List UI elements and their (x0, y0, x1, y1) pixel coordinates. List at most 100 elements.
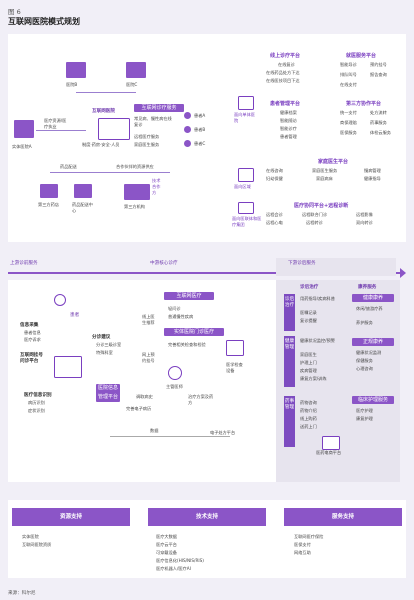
resource-item-1: 实体医院 (22, 534, 39, 539)
tech-support-bar: 技术支持 (148, 508, 266, 526)
online-item-1: 在线复诊 (278, 62, 295, 67)
outpatient-item-4: 报告查询 (370, 72, 387, 77)
alliance-icon (238, 202, 254, 214)
info-collect-title: 信息采集 (20, 323, 39, 328)
family-item-2: 家庭医生服务 (312, 168, 338, 173)
partner-tag: 技术合作方 (152, 178, 161, 195)
drug-center-label: 药品配送中心 (72, 202, 93, 213)
partner-resources-label: 合作伙伴的资源供应 (116, 164, 154, 169)
triage-title: 分诊建议 (92, 335, 111, 340)
manage-item-1: 健康状况监测 (356, 350, 382, 355)
mgmt-item-5: 康复方案/训练 (300, 376, 327, 381)
patient-item-2: 智能随访 (280, 118, 297, 123)
outpatient-platform-title: 就医服务平台 (346, 53, 377, 59)
mgmt-item-3: 护理上门 (300, 360, 317, 365)
info-collect-item-1: 患者信息 (24, 330, 41, 335)
online-item-2: 在线药品处方下达 (266, 70, 300, 75)
hospital-a-label: 实体医院A (12, 144, 32, 149)
equipment-icon (226, 340, 244, 356)
patient-a-icon (184, 112, 191, 119)
tech-item-2: 医疗云平台 (156, 542, 177, 547)
region-icon (238, 168, 254, 182)
tech-item-5: 医疗机器人/医疗AI (156, 566, 191, 571)
single-hospital-icon (238, 96, 254, 110)
online-care-item-1: 轻问诊 (168, 306, 181, 311)
patient-b-icon (184, 126, 191, 133)
patient-item-4: 患者管理 (280, 134, 297, 139)
family-item-6: 健康指导 (364, 176, 381, 181)
remote-item-3: 远程影像 (356, 212, 373, 217)
triage-item-2: 特殊科室 (96, 350, 113, 355)
physical-care-item: 完善相关检查和检验 (168, 342, 206, 347)
treat-item-3: 复诊提醒 (300, 318, 317, 323)
info-collect-item-2: 医疗诉求 (24, 337, 41, 342)
collab-item-4: 药事服务 (370, 120, 387, 125)
resource-item-2: 互联网医院资质 (22, 542, 52, 547)
e-records-label: 完善电子病历 (126, 406, 152, 411)
remote-item-4: 远程心电 (266, 220, 283, 225)
registration-label: 互联网挂号问诊平台 (20, 353, 43, 364)
patient-platform-title: 患者管理平台 (270, 101, 301, 107)
hospital-c-icon (126, 62, 146, 78)
manage-item-2: 保健服务 (356, 358, 373, 363)
hospital-b-label: 医院B (66, 82, 78, 87)
hospital-a-icon (14, 120, 34, 138)
patient-label: 患者 (70, 313, 80, 318)
health-item-1: 休闲/旅游疗养 (356, 306, 383, 311)
diagnosis-item-1: 常见病、慢性病在线复诊 (134, 116, 172, 127)
monitor-icon (98, 118, 130, 140)
mgmt-item-4: 疾病管理 (300, 368, 317, 373)
clinic-tag: 临床护理服务 (352, 396, 394, 404)
diagnosis-item-2: 远程医疗服务 (134, 134, 160, 139)
patient-a-label: 患者A (194, 113, 206, 118)
remote-platform-title: 医疗协同平台+远程诊断 (294, 203, 349, 209)
service-support-bar: 服务支持 (284, 508, 402, 526)
info-id-item-1: 病历识别 (28, 400, 45, 405)
figure-number: 图 6 (8, 8, 21, 16)
e-prescription-label: 电子处方平台 (210, 430, 236, 435)
doctor-label: 主管医师 (166, 384, 183, 389)
phase-downstream: 下游诊后服务 (288, 261, 316, 266)
patient-item-1: 健康档案 (280, 110, 297, 115)
online-care-tag: 互联网医疗 (164, 292, 214, 300)
core-labels: 制度·药房·安全·人员 (82, 142, 120, 147)
remote-item-6: 双向转诊 (356, 220, 373, 225)
hospital-b-icon (66, 62, 86, 78)
ecommerce-icon (322, 436, 340, 450)
ecommerce-label: 医药电商平台 (316, 450, 342, 455)
call-history-label: 调取病史 (136, 394, 153, 399)
third-collab-title: 第三方协作平台 (346, 101, 382, 107)
health-item-2: 养护服务 (356, 320, 373, 325)
outpatient-item-3: 排队叫号 (340, 72, 357, 77)
drug-delivery-label: 药品配送 (60, 164, 77, 169)
clinic-item-1: 医疗护理 (356, 408, 373, 413)
online-care-item-2: 普通慢性疾病 (168, 314, 194, 319)
family-item-3: 慢病管理 (364, 168, 381, 173)
patient-c-icon (184, 140, 191, 147)
outpatient-item-2: 预约挂号 (370, 62, 387, 67)
health-tag: 健康康养 (352, 294, 394, 302)
remote-item-5: 远程转诊 (306, 220, 323, 225)
treat-item-2: 医嘱记录 (300, 310, 317, 315)
phase-upstream: 上游诊前服务 (10, 261, 38, 266)
mgmt-tab: 健康管理 (284, 336, 295, 387)
diagnosis-service-tag: 互联网诊疗服务 (134, 104, 184, 112)
source-footer: 来源：科尔尼 (8, 591, 36, 596)
patient-icon (54, 294, 66, 306)
doctor-icon (168, 366, 182, 380)
group-label-single: 面向单体医院 (234, 112, 255, 123)
tech-item-1: 医疗大数据 (156, 534, 177, 539)
family-item-1: 在线咨询 (266, 168, 283, 173)
treat-tab: 诊后治疗 (284, 294, 295, 331)
phase-arrow (8, 272, 404, 274)
delivery-center-icon (74, 184, 92, 198)
phase-arrow-head (400, 268, 406, 278)
service-item-2: 医保支付 (294, 542, 311, 547)
tech-item-3: 可穿戴设备 (156, 550, 177, 555)
collab-item-1: 统一支付 (340, 110, 357, 115)
info-platform-tag: 医院信息管理平台 (96, 384, 120, 402)
downstream-bg (276, 258, 396, 276)
hospital-c-label: 医院C (126, 82, 138, 87)
third-org-label: 第三方机构 (124, 204, 145, 209)
online-platform-title: 线上诊疗平台 (270, 53, 301, 59)
